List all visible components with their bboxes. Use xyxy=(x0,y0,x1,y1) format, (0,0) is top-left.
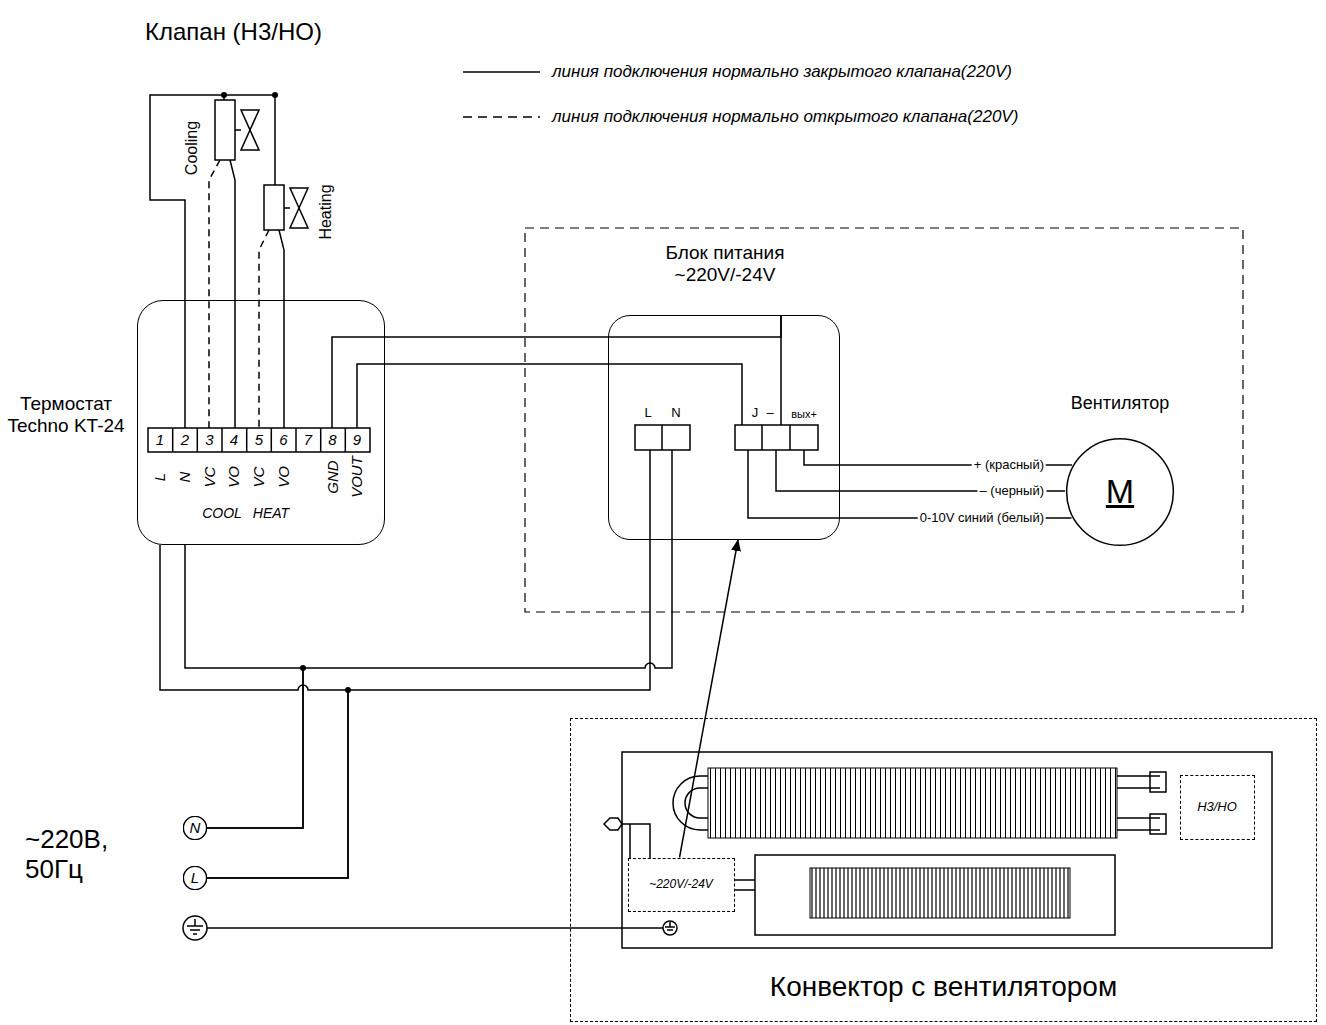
label: COOL xyxy=(202,505,242,521)
ground-terminal xyxy=(183,916,207,940)
node-label: M xyxy=(1106,472,1134,511)
convector-body xyxy=(622,752,1272,948)
cooling-actuator xyxy=(215,100,235,160)
wire xyxy=(160,545,348,878)
label: VO xyxy=(225,466,242,488)
vent-fitting xyxy=(604,818,650,858)
label: 1 xyxy=(156,431,164,448)
legend-text: линия подключения нормально открытого кл… xyxy=(552,107,1018,127)
wire-label: 0-10V синий (белый) xyxy=(918,511,1046,526)
label: 7 xyxy=(304,431,312,448)
thermostat-terminal-strip xyxy=(148,428,370,452)
thermostat-signal-wire xyxy=(332,337,385,428)
node-heading: Блок питания ~220V/-24V xyxy=(650,242,800,286)
mains-terminal: N xyxy=(183,816,207,840)
label: N xyxy=(671,406,680,421)
convector-ground xyxy=(663,921,677,935)
fan-motor: ВентиляторM xyxy=(1065,437,1175,547)
label: Heating xyxy=(317,184,335,239)
wire xyxy=(207,540,672,828)
nc-valve-wire xyxy=(230,160,284,428)
label: 6 xyxy=(279,431,287,448)
junction-dot xyxy=(272,92,278,98)
node-label: Н3/НО xyxy=(1197,800,1237,815)
label: VO xyxy=(275,466,292,488)
label: Cooling xyxy=(183,121,201,175)
node-heading: Конвектор с вентилятором xyxy=(571,971,1316,1003)
wire-label: – (черный) xyxy=(977,484,1046,499)
circle-outline-shape xyxy=(1067,439,1174,546)
wire xyxy=(207,540,650,878)
label: 8 xyxy=(328,431,336,448)
wire xyxy=(385,363,608,365)
label: 9 xyxy=(353,431,361,448)
node-heading: Термостат Techno KT-24 xyxy=(4,393,128,437)
ground-wire xyxy=(207,927,663,929)
psu-terminal-block xyxy=(635,425,818,450)
convector-fan-housing xyxy=(755,855,1115,935)
pipe-fitting xyxy=(1150,814,1166,834)
power-supply-box: Блок питания ~220V/-24V xyxy=(608,315,840,540)
wire xyxy=(680,540,739,858)
convector-fan-wire xyxy=(735,880,755,890)
pipe-fitting xyxy=(1150,772,1166,792)
heat-exchanger-bend xyxy=(673,776,708,830)
fan-assembly-region xyxy=(525,228,1243,612)
label: L xyxy=(644,406,651,421)
legend-dashed-sample xyxy=(463,116,540,118)
label: GND xyxy=(324,460,341,493)
convector-psu-box: ~220V/-24V xyxy=(628,858,735,912)
node-label: N xyxy=(190,819,201,836)
heating-actuator xyxy=(264,185,284,230)
circle-outline-shape xyxy=(183,816,206,839)
node-label: ~220V/-24V xyxy=(649,878,713,892)
mains-terminal: L xyxy=(183,866,207,890)
ground-symbol xyxy=(187,919,203,934)
label: 5 xyxy=(255,431,263,448)
label: N xyxy=(176,472,193,483)
label: VC xyxy=(201,467,218,488)
heat-exchanger-pipe xyxy=(1117,776,1160,830)
label: ~220В, 50Гц xyxy=(25,825,165,885)
label: J xyxy=(752,406,759,421)
label: HEAT xyxy=(253,505,289,521)
circle-outline-shape xyxy=(183,866,206,889)
legend-text: линия подключения нормально закрытого кл… xyxy=(552,62,1012,82)
node-label: L xyxy=(191,869,199,886)
heating-valve-symbol xyxy=(284,188,308,228)
node-heading: Вентилятор xyxy=(1040,393,1200,414)
convector-ground-symbol xyxy=(665,922,675,930)
legend-solid-sample xyxy=(463,71,540,73)
label: 2 xyxy=(181,431,189,448)
valve-common-wire xyxy=(150,95,275,428)
no-valve-wire xyxy=(209,160,269,428)
convector-region: Конвектор с вентилятором ~220V/-24V Н3/НО xyxy=(570,718,1317,1022)
label: L xyxy=(151,473,168,481)
junction-dot xyxy=(221,92,227,98)
wire xyxy=(385,315,781,337)
label: – xyxy=(766,406,773,421)
heat-exchanger-fins xyxy=(708,768,1117,838)
cooling-valve-symbol xyxy=(235,110,259,150)
wire-label: + (красный) xyxy=(972,458,1046,473)
diagram-title: Клапан (Н3/НО) xyxy=(145,18,322,46)
wire xyxy=(185,545,303,828)
label: VC xyxy=(250,467,267,488)
valve-type-box: Н3/НО xyxy=(1180,775,1255,840)
label: 4 xyxy=(230,431,238,448)
convector-fan-grill xyxy=(810,868,1070,918)
label: 3 xyxy=(205,431,213,448)
label: VOUT xyxy=(348,456,365,498)
label: вых+ xyxy=(791,408,817,421)
psu-internal-wire xyxy=(608,315,840,540)
